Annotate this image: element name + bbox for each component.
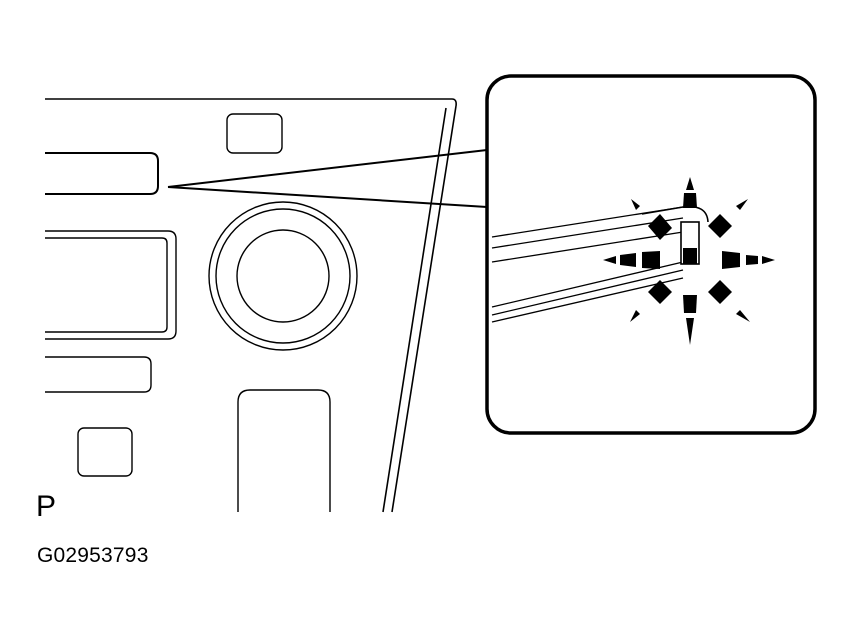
lower-slot bbox=[45, 356, 152, 393]
panel-inner-edge bbox=[382, 107, 447, 513]
indicator-slot bbox=[45, 152, 159, 195]
panel-right-edge bbox=[391, 105, 457, 513]
rotary-knob bbox=[208, 201, 358, 351]
callout-leader bbox=[167, 149, 488, 208]
top-switch-button bbox=[226, 113, 283, 154]
lower-vent bbox=[237, 389, 331, 512]
shift-position-label: P bbox=[36, 490, 57, 523]
display-screen bbox=[45, 230, 177, 340]
panel-top-edge bbox=[45, 98, 457, 107]
dashboard-panel bbox=[45, 98, 457, 513]
bottom-switch-button bbox=[77, 427, 133, 477]
figure-code: G02953793 bbox=[37, 544, 149, 567]
indicator-light-flashing-icon bbox=[603, 177, 775, 345]
